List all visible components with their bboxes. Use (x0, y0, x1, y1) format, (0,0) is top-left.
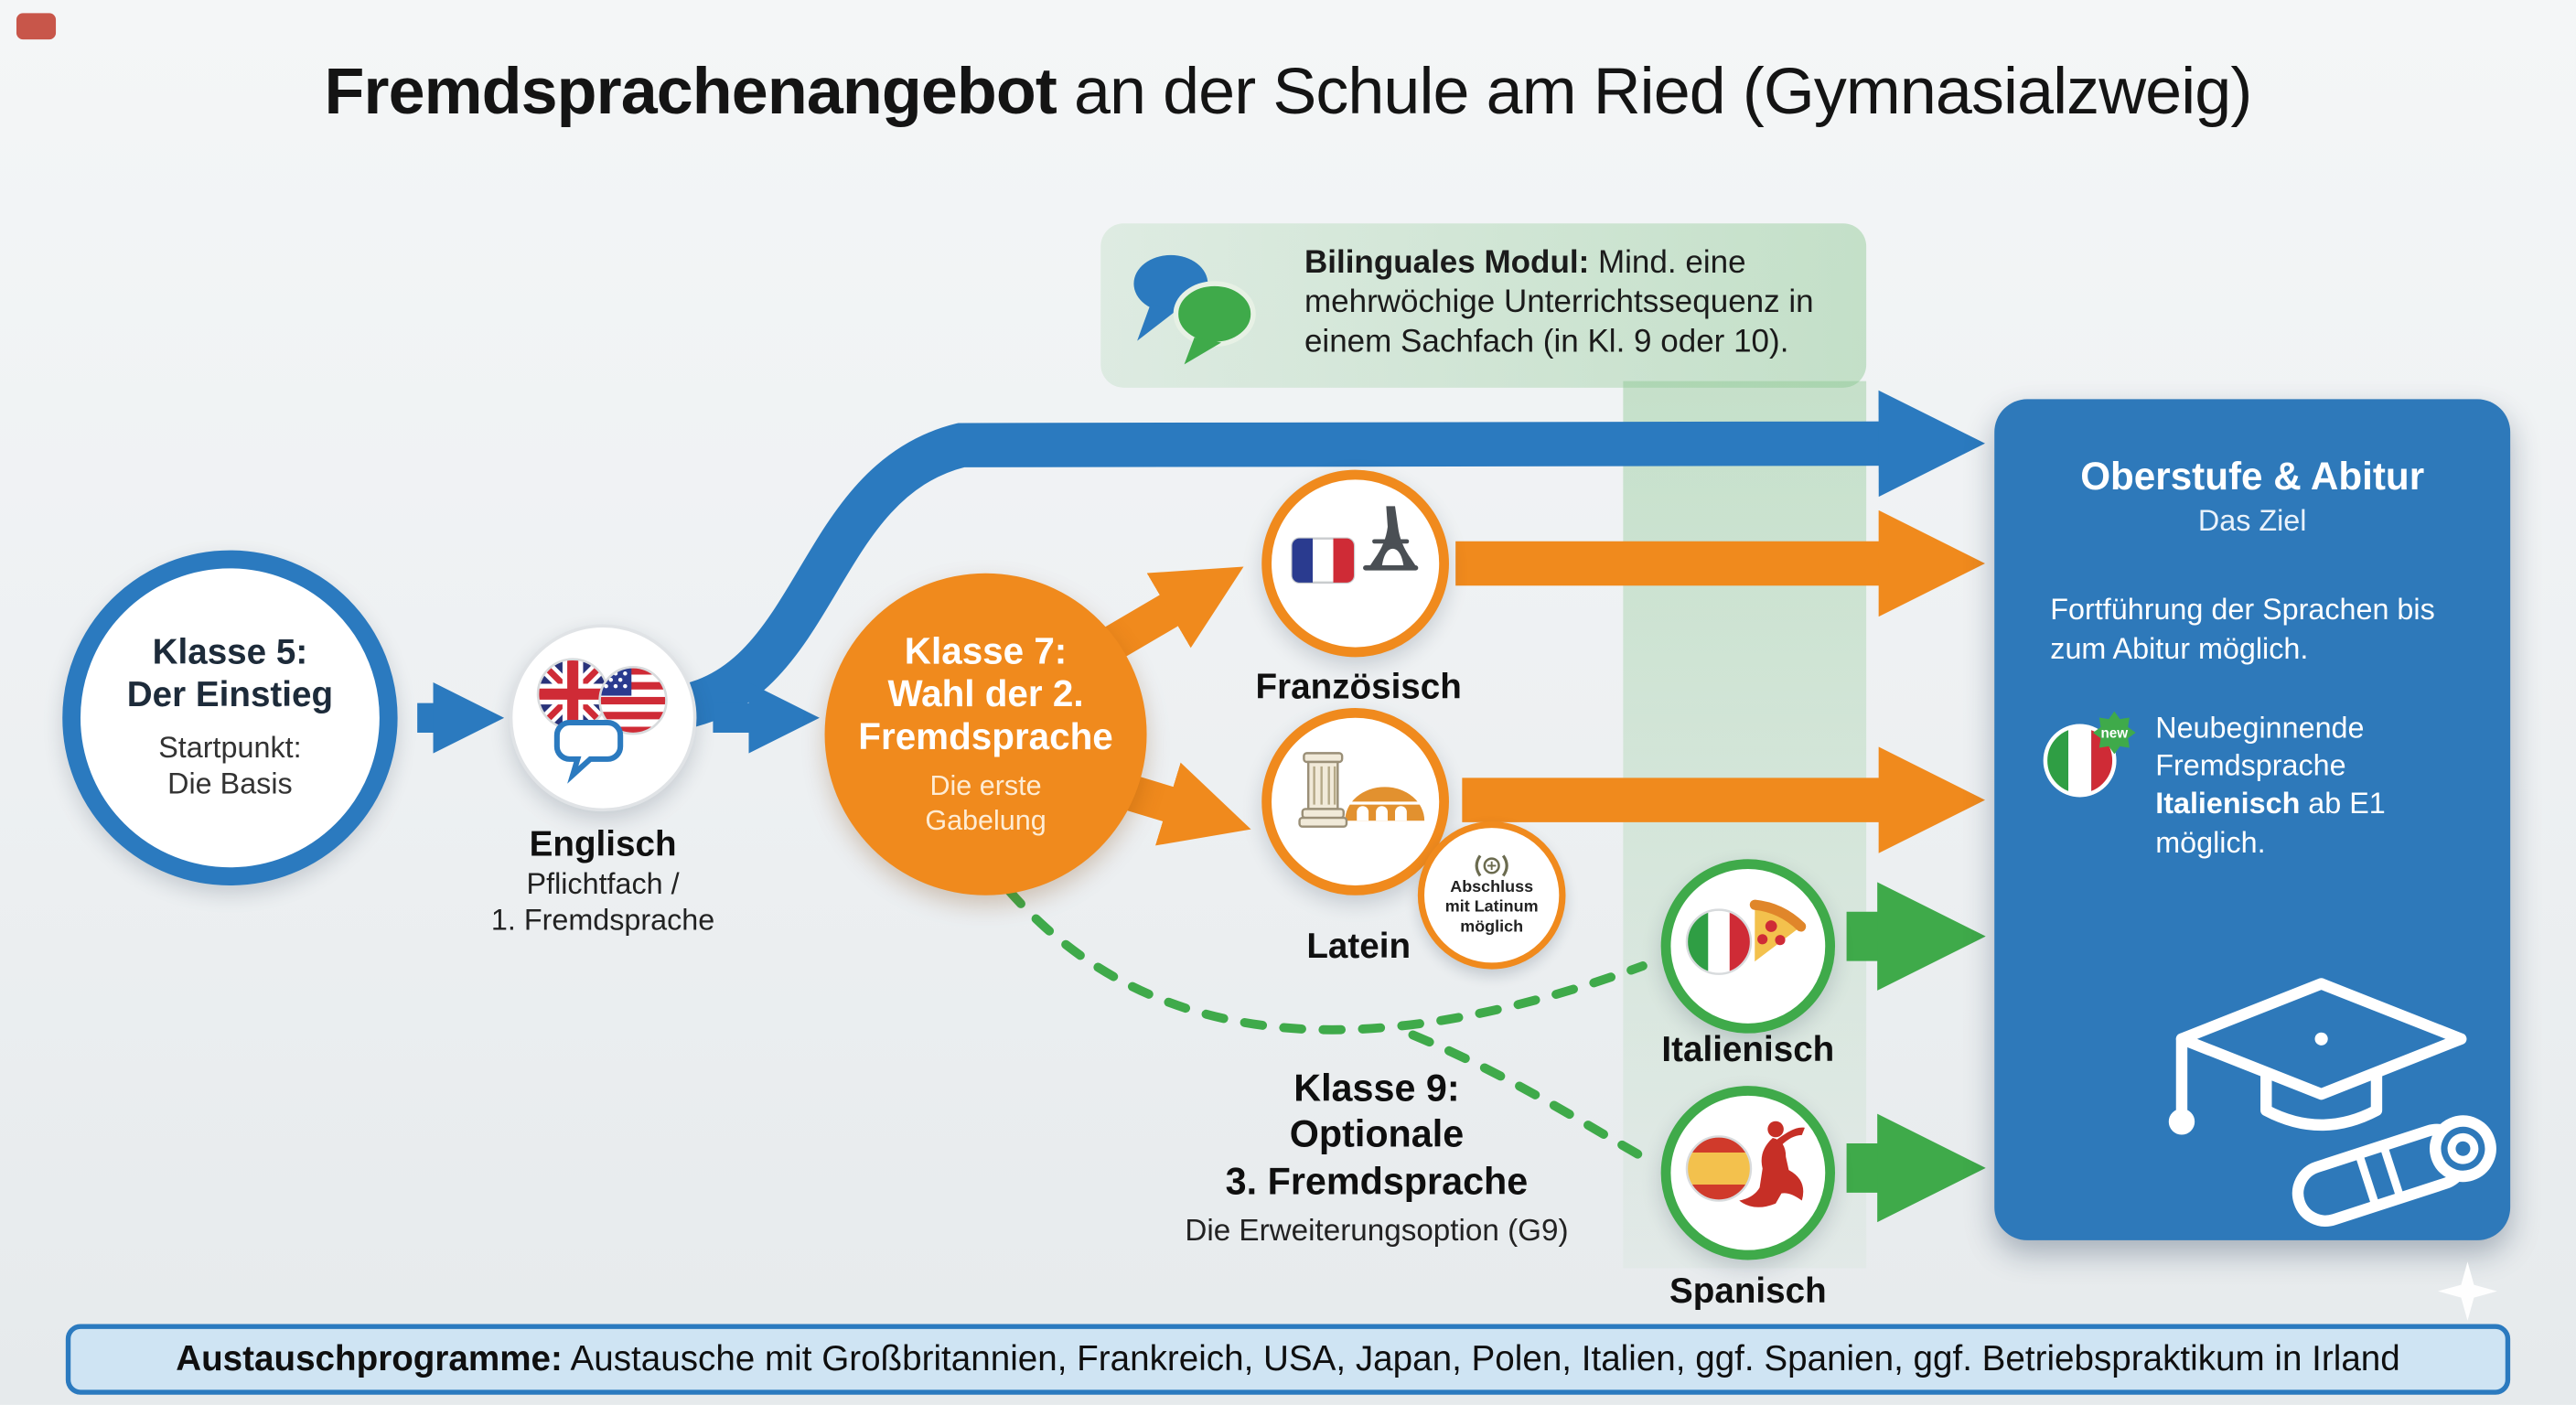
klasse5-sub-2: Die Basis (167, 767, 293, 801)
exchange-body: Austausche mit Großbritannien, Frankreic… (562, 1338, 2400, 1378)
klasse7-title-3: Fremdsprache (858, 716, 1113, 758)
spanish-flag-dancer-icon (1685, 1121, 1805, 1207)
node-english-label: Englisch Pflichtfach / 1. Fremdsprache (419, 825, 787, 939)
page-title-rest: an der Schule am Ried (Gymnasialzweig) (1056, 56, 2252, 129)
node-french-label: Französisch (1175, 667, 1542, 708)
klasse5-title-2: Der Einstieg (126, 675, 334, 715)
goal-panel-subtitle: Das Ziel (2197, 504, 2307, 538)
goal-panel-title: Oberstufe & Abitur (2080, 455, 2425, 499)
french-flag-eiffel-icon (1291, 506, 1419, 585)
bilingual-callout-text: Bilinguales Modul: Mind. eine mehrwöchig… (1304, 243, 1873, 362)
english-sub-2: 1. Fremdsprache (490, 904, 715, 938)
p2-bold: Italienisch (2155, 787, 2301, 820)
node-french (1261, 469, 1449, 658)
node-spanish-label: Spanisch (1564, 1271, 1932, 1313)
klasse9-note: Klasse 9: Optionale 3. Fremdsprache Die … (1106, 1065, 1648, 1249)
klasse5-sub-1: Startpunkt: (158, 730, 302, 764)
logo-fragment (16, 13, 57, 40)
node-latin (1261, 708, 1449, 896)
p2-pre: Neubeginnende Fremdsprache (2155, 710, 2365, 782)
bilingual-label: Bilinguales Modul: (1304, 244, 1590, 282)
klasse9-subtitle: Die Erweiterungsoption (G9) (1185, 1212, 1569, 1247)
latinum-badge-line-1: Abschluss (1450, 879, 1534, 898)
graduation-cap-icon (2168, 978, 2496, 1227)
node-klasse7: Klasse 7: Wahl der 2. Fremdsprache Die e… (824, 573, 1147, 896)
latinum-badge: Abschluss mit Latinum möglich (1417, 820, 1566, 970)
klasse9-title-3: 3. Fremdsprache (1225, 1159, 1529, 1202)
p2-post: ab E1 möglich. (2155, 787, 2386, 859)
spanish-label-text: Spanisch (1669, 1271, 1827, 1312)
sparkle-icon (2438, 1261, 2497, 1321)
node-english (509, 624, 697, 812)
page-title: Fremdsprachenangebot an der Schule am Ri… (0, 56, 2576, 130)
speech-bubbles-icon (1133, 254, 1256, 365)
roman-column-colosseum-icon (1298, 752, 1425, 828)
node-spanish (1660, 1086, 1836, 1260)
goal-panel-new-row: new Neubeginnende Fremdsprache Italienis… (2037, 709, 2481, 863)
goal-panel-paragraph-2: Neubeginnende Fremdsprache Italienisch a… (2155, 709, 2454, 863)
english-label-text: Englisch (529, 824, 677, 864)
new-badge-label: new (2100, 724, 2128, 740)
italian-flag-new-icon: new (2043, 710, 2136, 797)
exchange-programs-bar: Austauschprogramme: Austausche mit Großb… (65, 1324, 2511, 1395)
klasse7-title-2: Wahl der 2. (887, 673, 1084, 715)
new-starburst-icon (2092, 710, 2136, 754)
bilingual-body: Mind. eine mehrwöchige Unterrichtssequen… (1304, 244, 1814, 360)
latinum-badge-line-3: möglich (1460, 917, 1524, 937)
klasse7-title-1: Klasse 7: (904, 630, 1068, 672)
exchange-bar-text: Austauschprogramme: Austausche mit Großb… (176, 1339, 2400, 1380)
klasse5-title-1: Klasse 5: (152, 632, 308, 672)
node-klasse5: Klasse 5: Der Einstieg Startpunkt: Die B… (62, 550, 398, 885)
italian-flag-pizza-icon (1685, 899, 1807, 975)
latinum-badge-line-2: mit Latinum (1444, 898, 1539, 917)
exchange-label: Austauschprogramme: (176, 1338, 563, 1378)
laurel-wreath-icon (1475, 855, 1508, 877)
klasse9-title-1: Klasse 9: (1293, 1066, 1460, 1110)
klasse7-sub-2: Gabelung (925, 804, 1046, 836)
klasse9-title-2: Optionale (1289, 1112, 1465, 1156)
english-sub-1: Pflichtfach / (526, 867, 680, 901)
italian-label-text: Italienisch (1661, 1030, 1835, 1070)
node-italian (1660, 859, 1836, 1034)
klasse7-sub-1: Die erste (929, 770, 1042, 802)
page-title-bold: Fremdsprachenangebot (324, 56, 1057, 129)
goal-panel-paragraph-1: Fortführung der Sprachen bis zum Abitur … (2050, 593, 2435, 665)
node-italian-label: Italienisch (1564, 1030, 1932, 1071)
french-label-text: Französisch (1255, 667, 1462, 707)
goal-panel: Oberstufe & Abitur Das Ziel Fortführung … (1994, 399, 2511, 1240)
uk-us-flags-icon (536, 658, 668, 784)
